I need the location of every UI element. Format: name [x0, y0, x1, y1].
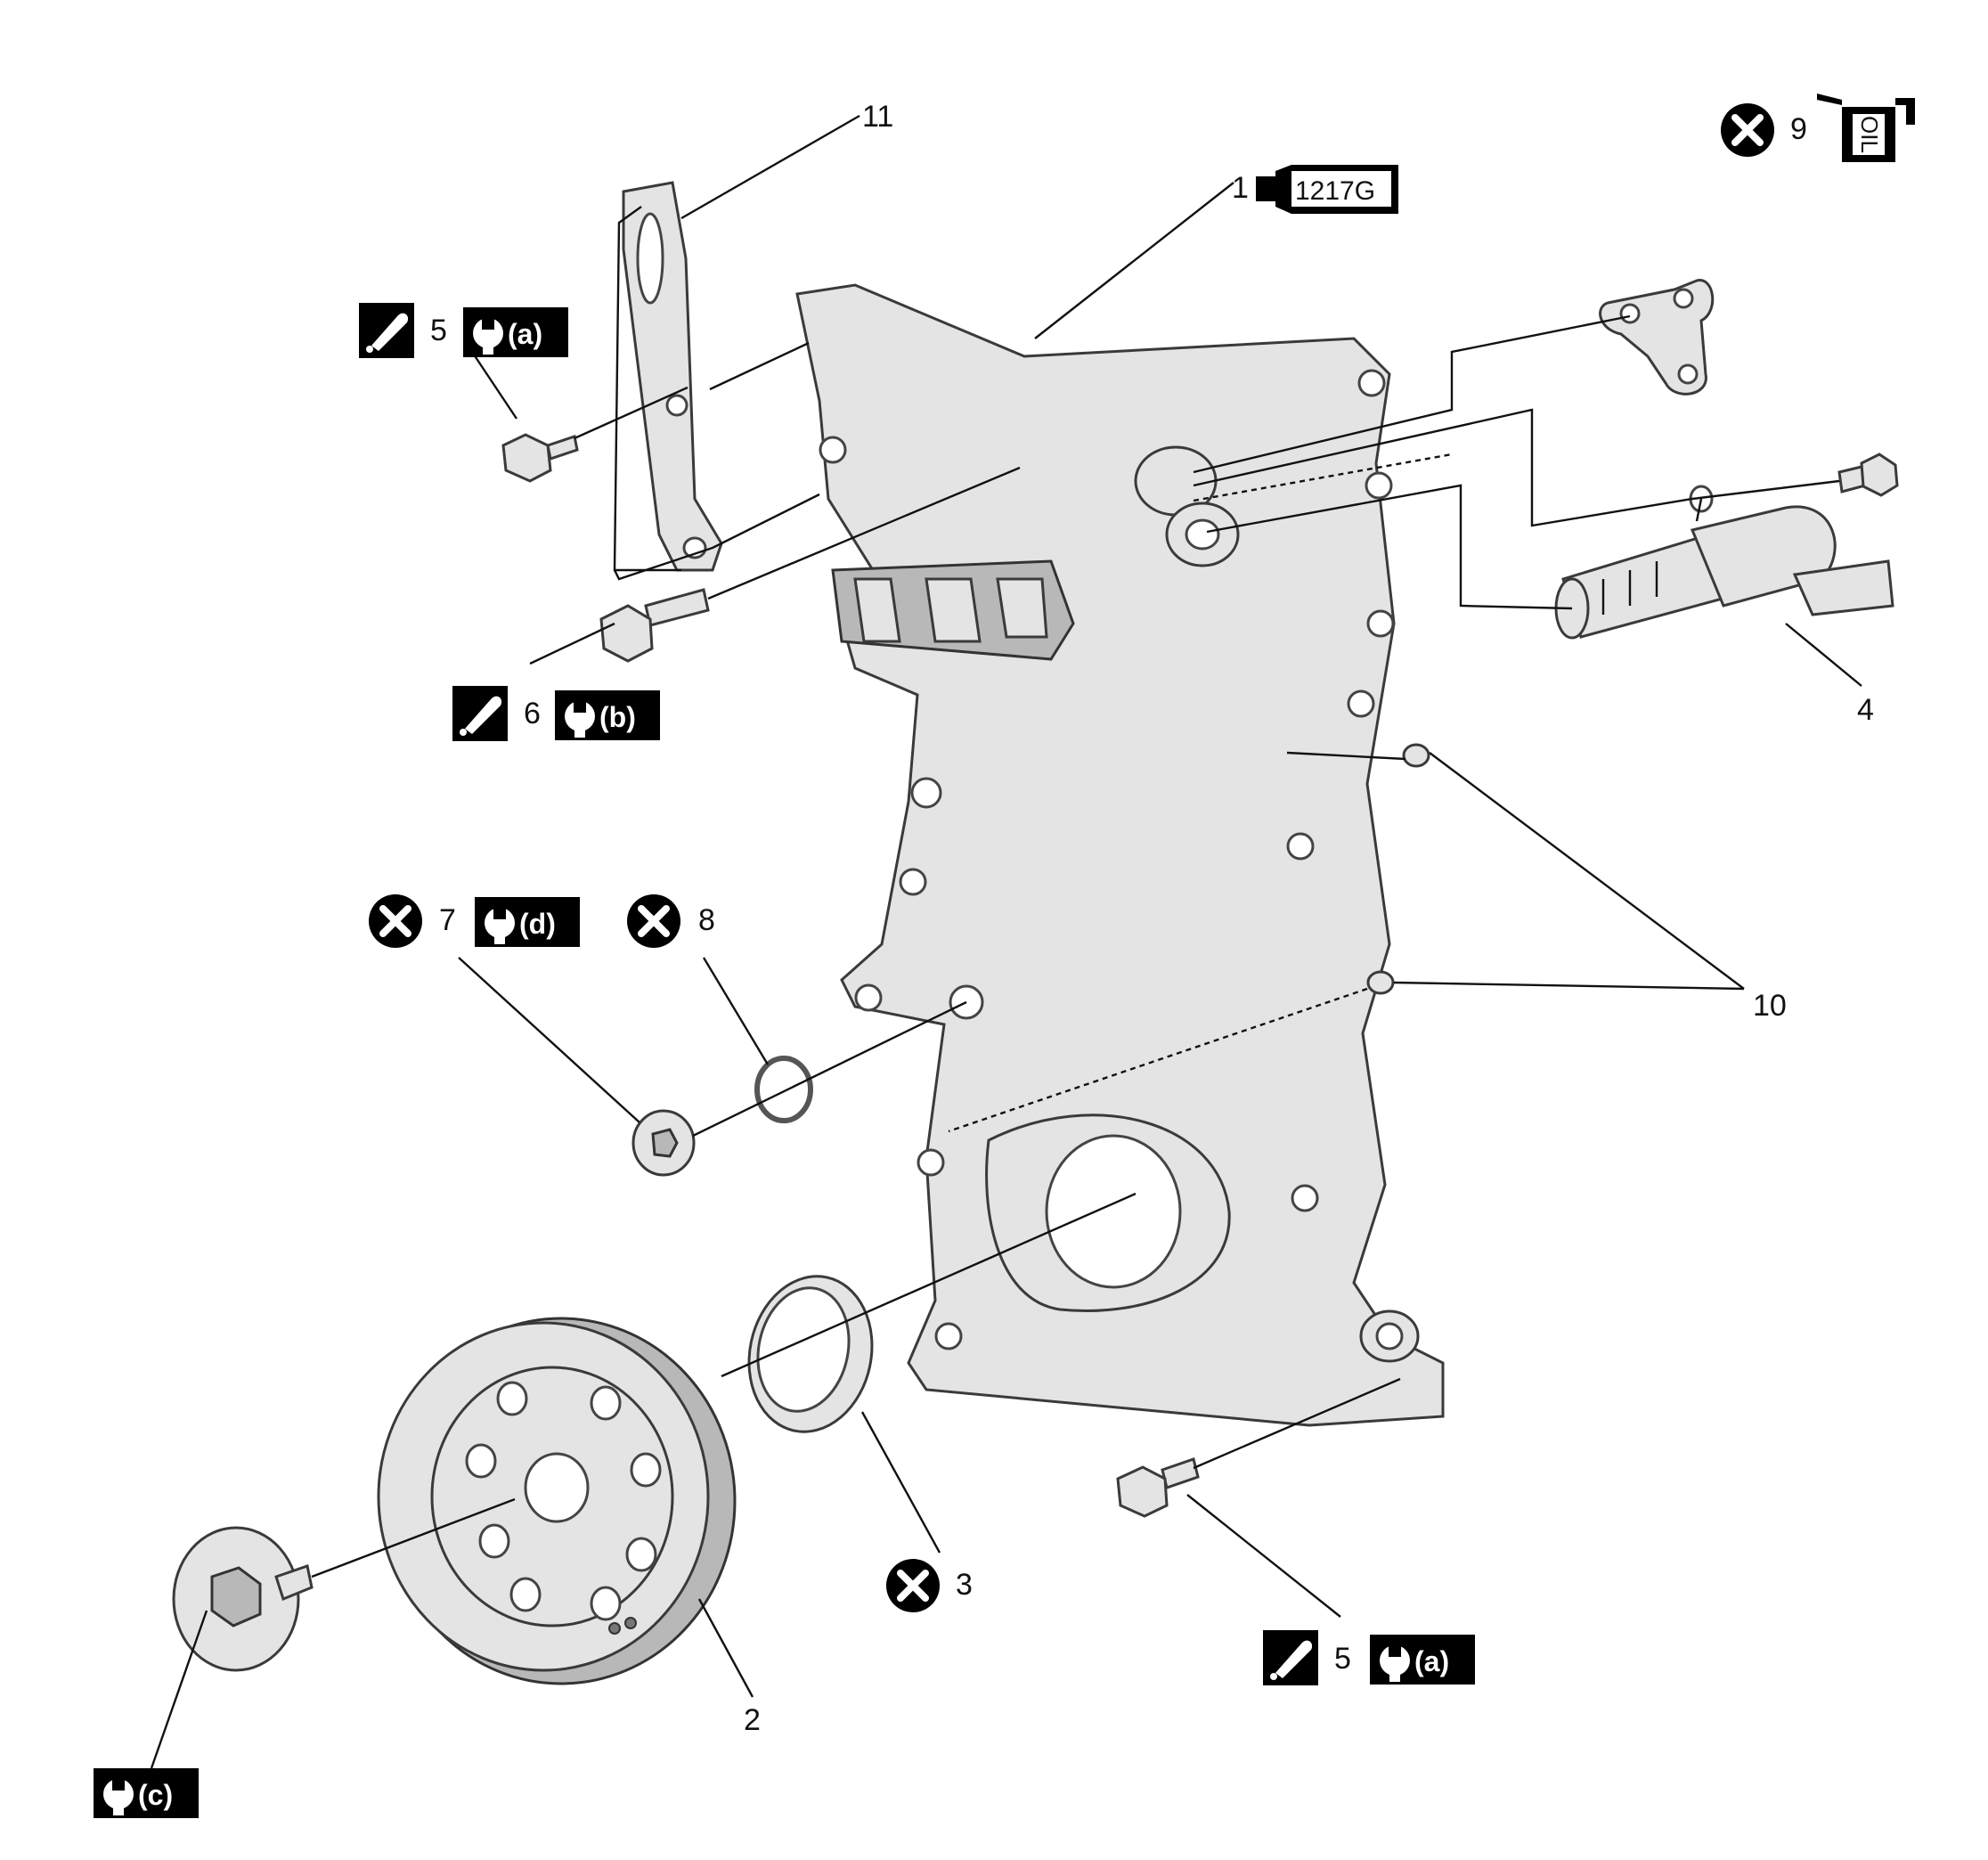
- gasket: [1599, 279, 1715, 396]
- grease-icon-6: [452, 686, 508, 741]
- bolt-4: [1837, 453, 1899, 497]
- svg-text:(b): (b): [599, 701, 636, 733]
- callout-7: 7: [439, 903, 456, 937]
- sealant-code: 1217G: [1295, 176, 1375, 206]
- leader-lines: [150, 114, 1862, 1769]
- no-reuse-icon-8: [627, 894, 680, 948]
- no-reuse-icon-3: [886, 1559, 940, 1612]
- grease-icon-5-top: [359, 303, 414, 358]
- torque-badge-a-bottom: (a): [1370, 1635, 1475, 1685]
- callout-4: 4: [1857, 693, 1874, 727]
- grease-icon-5-bottom: [1263, 1630, 1318, 1685]
- torque-badge-d: (d): [475, 897, 580, 947]
- callout-3: 3: [956, 1568, 973, 1602]
- torque-badge-c: (c): [94, 1768, 199, 1818]
- bolt-6: [599, 588, 710, 663]
- callout-numbers: 1 11 5 6 9 4 10 7 8 3 2 5: [430, 100, 1874, 1737]
- bracket: [622, 181, 723, 572]
- timing-chain-cover: [795, 283, 1445, 1427]
- callout-5-top: 5: [430, 314, 447, 347]
- pulley-bolt: [172, 1526, 314, 1672]
- dowel-pins: [1366, 743, 1430, 995]
- callout-11: 11: [862, 100, 893, 134]
- bolt-5-bottom: [1116, 1457, 1200, 1518]
- oil-seal: [747, 1275, 874, 1433]
- callout-2: 2: [744, 1703, 761, 1737]
- torque-badge-a-top: (a): [463, 307, 568, 357]
- callout-10: 10: [1753, 989, 1787, 1023]
- o-ring: [754, 1056, 813, 1123]
- no-reuse-icon-9: [1721, 103, 1774, 157]
- callout-8: 8: [698, 903, 715, 937]
- oil-can-icon: OIL: [1817, 94, 1915, 162]
- torque-badge-b: (b): [555, 690, 660, 740]
- svg-text:(a): (a): [1414, 1645, 1449, 1677]
- callout-1: 1: [1232, 171, 1249, 205]
- svg-text:OIL: OIL: [1856, 116, 1883, 153]
- svg-text:(c): (c): [138, 1779, 173, 1811]
- plug: [631, 1109, 696, 1177]
- no-reuse-icon-7: [369, 894, 422, 948]
- oil-control-valve: [1554, 485, 1894, 640]
- sealant-tube-icon: 1217G: [1256, 165, 1398, 214]
- bolt-5-top: [501, 433, 579, 483]
- callout-6: 6: [524, 697, 541, 730]
- callout-5-bottom: 5: [1334, 1642, 1351, 1676]
- callout-9: 9: [1790, 112, 1807, 146]
- svg-text:(a): (a): [508, 318, 542, 350]
- crankshaft-pulley: [377, 1317, 737, 1685]
- svg-text:(d): (d): [519, 908, 556, 940]
